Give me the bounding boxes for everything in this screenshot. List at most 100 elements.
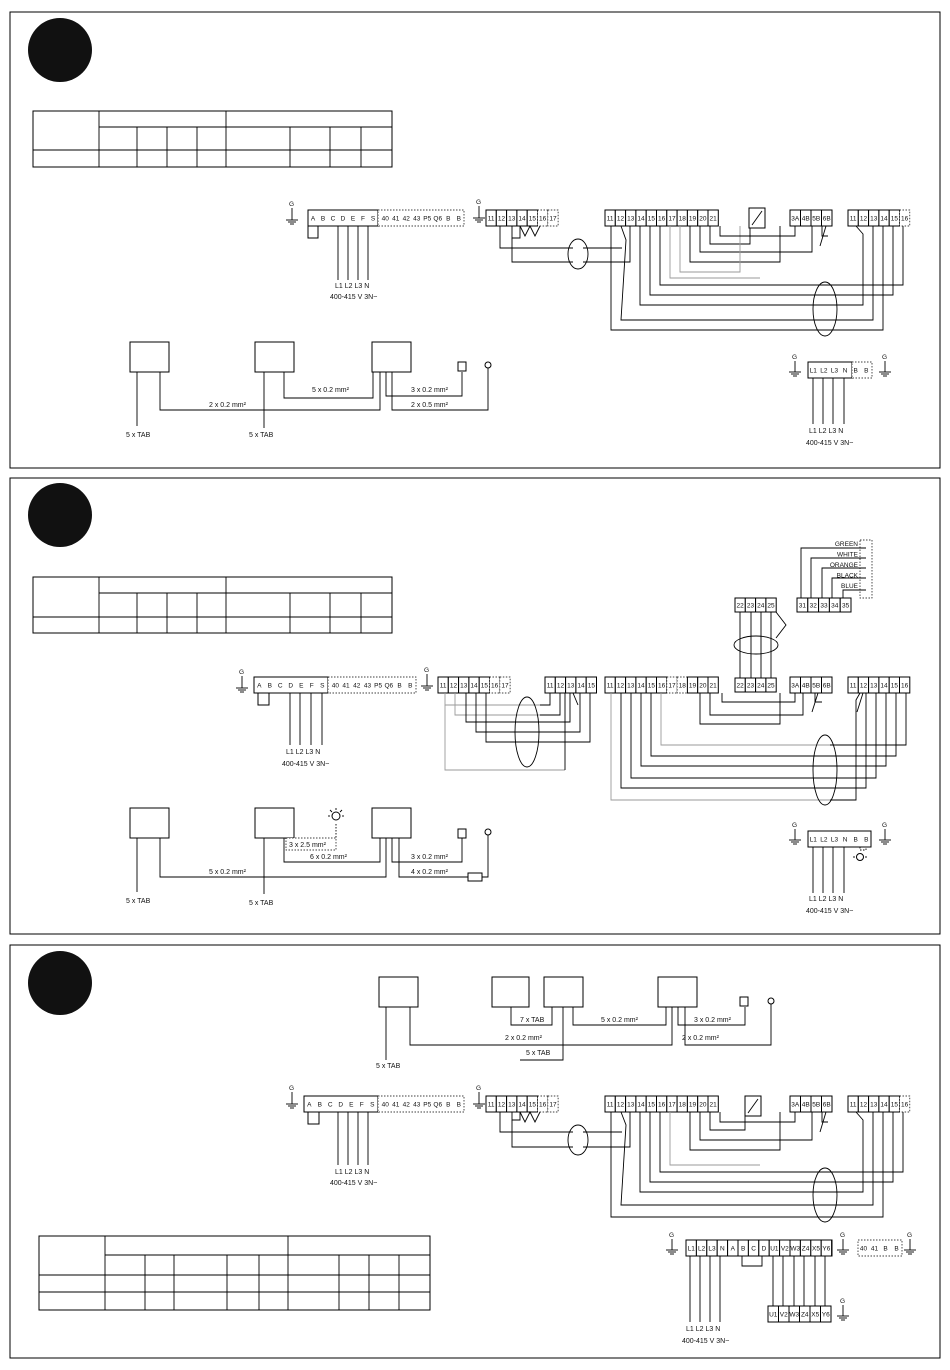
svg-text:G: G [907, 1232, 912, 1239]
terminal-label: 16 [658, 1101, 666, 1108]
terminal-label: B [864, 836, 868, 843]
terminal-label: Z4 [802, 1245, 810, 1252]
terminal-label: B [854, 367, 858, 374]
ground-icon [473, 206, 485, 223]
terminal-label: 24 [757, 682, 765, 689]
terminal-cell [547, 1095, 559, 1113]
terminal-label: 14 [637, 1101, 645, 1108]
terminal-label: 12 [860, 1101, 868, 1108]
terminal-label: Q6 [433, 215, 442, 222]
terminal-label: 16 [539, 1101, 547, 1108]
terminal-label: 13 [460, 682, 468, 689]
terminal-label: 12 [617, 215, 625, 222]
terminal-label: N [843, 836, 848, 843]
terminal-label: 18 [679, 682, 687, 689]
terminal-label: 20 [699, 682, 707, 689]
terminal-label: 17 [549, 215, 557, 222]
terminal-label: 6B [823, 682, 831, 689]
svg-text:G: G [882, 354, 887, 361]
terminal-label: 14 [637, 215, 645, 222]
terminal-label: 14 [880, 215, 888, 222]
terminal-label: 16 [491, 682, 499, 689]
terminal-label: 5B [812, 682, 820, 689]
terminal-cell [547, 209, 559, 227]
terminal-label: B [457, 1101, 461, 1108]
terminal-label: 15 [891, 682, 899, 689]
wiring-lines [444, 692, 907, 806]
terminal-label: 21 [710, 215, 718, 222]
terminal-label: L3 [831, 836, 839, 843]
terminal-label: 43 [364, 682, 372, 689]
terminal-label: 12 [557, 682, 565, 689]
terminal-label: 11 [850, 215, 857, 222]
svg-text:4 x 0.2 mm²: 4 x 0.2 mm² [411, 869, 449, 876]
terminal-label: 15 [529, 215, 537, 222]
terminal-label: P5 [374, 682, 382, 689]
terminal-label: B [741, 1245, 745, 1252]
svg-text:7 x TAB: 7 x TAB [520, 1017, 545, 1024]
supply-voltage-label: 400-415 V 3N~ [330, 294, 377, 301]
terminal-label: 21 [710, 1101, 718, 1108]
terminal-cell [499, 676, 511, 694]
sensor-icon [457, 361, 467, 372]
terminal-label: 16 [539, 215, 547, 222]
terminal-label: 15 [529, 1101, 537, 1108]
terminal-label: V2 [781, 1245, 789, 1252]
wire-color-label: BLACK [837, 573, 859, 580]
ground-icon [879, 361, 891, 377]
terminal-label: 17 [668, 1101, 676, 1108]
terminal-label: 4B [802, 1101, 810, 1108]
terminal-label: 40 [382, 1101, 390, 1108]
svg-text:6 x 0.2 mm²: 6 x 0.2 mm² [310, 854, 348, 861]
terminal-label: L2 [698, 1245, 706, 1252]
terminal-label: 5B [812, 215, 820, 222]
svg-text:400-415 V 3N~: 400-415 V 3N~ [806, 440, 853, 447]
terminal-label: 32 [810, 602, 818, 609]
terminal-label: F [360, 1101, 364, 1108]
svg-text:L1 L2 L3 N: L1 L2 L3 N [809, 428, 843, 435]
terminal-label: N [720, 1245, 725, 1252]
wire-color-label: BLUE [841, 583, 859, 590]
svg-text:5 x TAB: 5 x TAB [249, 900, 274, 907]
terminal-cell [821, 1095, 833, 1113]
terminal-label: 3A [791, 215, 800, 222]
svg-text:5 x TAB: 5 x TAB [126, 898, 151, 905]
terminal-label: 11 [488, 1101, 495, 1108]
terminal-label: 19 [689, 1101, 697, 1108]
terminal-label: 15 [588, 682, 596, 689]
terminal-label: Y6 [822, 1311, 830, 1318]
ground-icon [286, 208, 298, 225]
terminal-label: W3 [789, 1311, 799, 1318]
terminal-cell [821, 676, 833, 694]
svg-text:G: G [289, 1085, 294, 1092]
terminal-cell [585, 676, 598, 694]
terminal-label: 16 [901, 215, 909, 222]
terminal-label: 12 [860, 215, 868, 222]
terminal-label: 14 [880, 1101, 888, 1108]
terminal-cell [821, 209, 833, 227]
terminal-label: 17 [549, 1101, 557, 1108]
block-marker-circle [28, 951, 92, 1015]
terminal-label: N [843, 367, 848, 374]
wiring-lines [499, 1110, 904, 1223]
terminal-label: 14 [518, 215, 526, 222]
block-marker-circle [28, 18, 92, 82]
svg-text:G: G [840, 1232, 845, 1239]
terminal-label: 14 [880, 682, 888, 689]
terminal-label: 13 [870, 1101, 878, 1108]
terminal-cell [707, 209, 719, 227]
terminal-label: 4B [802, 215, 810, 222]
wire-spec-label: 2 x 0.5 mm² [411, 402, 449, 409]
terminal-label: 11 [850, 682, 857, 689]
terminal-label: 12 [498, 215, 506, 222]
